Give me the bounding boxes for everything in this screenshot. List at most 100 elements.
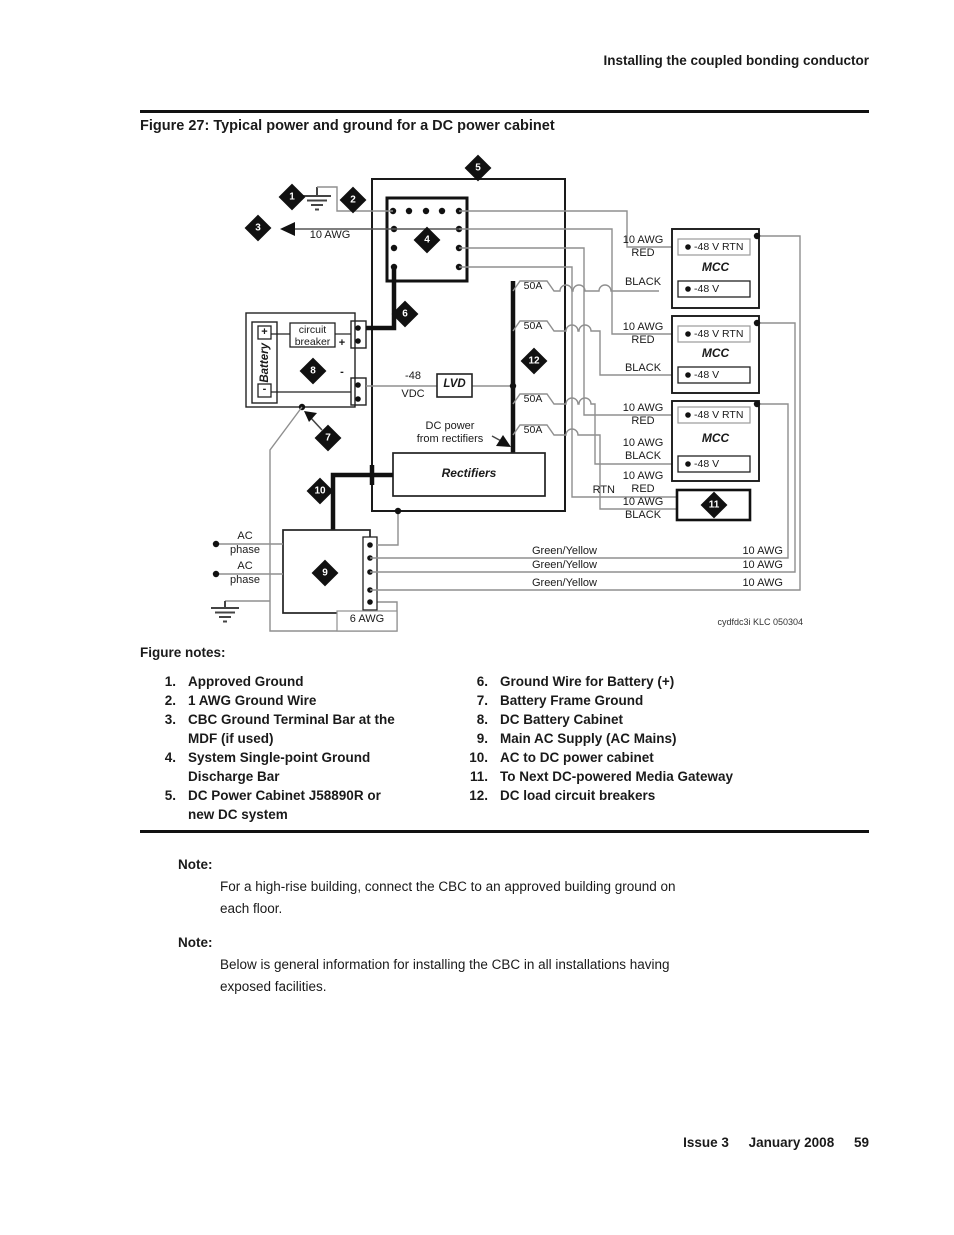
awg1-ground-wire bbox=[317, 186, 393, 212]
ac-feed-wire bbox=[330, 472, 393, 530]
figure-note-10: 10.AC to DC power cabinet bbox=[469, 750, 654, 765]
figure-note-11: 11.To Next DC-powered Media Gateway bbox=[469, 769, 734, 784]
battery-plus-ground-wire bbox=[366, 268, 397, 331]
breaker3-rating: 50A bbox=[523, 393, 543, 405]
callout-3: 3 bbox=[244, 214, 272, 242]
callout-5: 5 bbox=[464, 154, 492, 182]
footer-date: January 2008 bbox=[748, 1135, 835, 1150]
mcc2-red-label: 10 AWG RED bbox=[622, 321, 664, 346]
mcc1-rtn-terminal: -48 V RTN bbox=[694, 241, 744, 253]
figure-note-8: 8.DC Battery Cabinet bbox=[476, 712, 624, 727]
lvd-label: LVD bbox=[443, 378, 466, 390]
rtn-red-wires bbox=[459, 210, 678, 498]
callout-7: 7 bbox=[314, 424, 342, 452]
rtn-label: RTN bbox=[592, 484, 615, 496]
drawing-code: cydfdc3i KLC 050304 bbox=[717, 617, 803, 627]
mcc2-48v-terminal: -48 V bbox=[694, 369, 720, 381]
green-yellow-2-label: Green/Yellow bbox=[531, 559, 597, 571]
battery-minus-terminal: - bbox=[262, 383, 267, 395]
callout-2: 2 bbox=[339, 186, 367, 214]
dc-power-annotation: DC power from rectifiers bbox=[416, 420, 484, 445]
mcc1-title: MCC bbox=[701, 260, 730, 274]
mcc2-rtn-terminal: -48 V RTN bbox=[694, 328, 744, 340]
green-yellow-3-label: Green/Yellow bbox=[531, 577, 597, 589]
mcc2-title: MCC bbox=[701, 346, 730, 360]
figure-notes-right-column: 6.Ground Wire for Battery (+) 7.Battery … bbox=[425, 672, 785, 805]
mcc1-red-label: 10 AWG RED bbox=[622, 234, 664, 259]
breaker4-rating: 50A bbox=[523, 424, 543, 436]
approved-ground-symbol bbox=[303, 187, 331, 211]
gy2-awg-label: 10 AWG bbox=[742, 559, 783, 571]
mcc1-black-label: BLACK bbox=[624, 276, 662, 288]
callout-8: 8 bbox=[299, 357, 327, 385]
lvd-box bbox=[436, 373, 473, 398]
cbc-terminal-arrow bbox=[280, 222, 459, 236]
cabinet-ground-bond bbox=[377, 511, 399, 546]
minus-polarity-label: - bbox=[340, 366, 344, 378]
gy3-awg-label: 10 AWG bbox=[742, 577, 783, 589]
page-header: Installing the coupled bonding conductor bbox=[603, 53, 870, 68]
plus-polarity-label: + bbox=[338, 337, 346, 349]
figure-note-5: 5.DC Power Cabinet J58890R or new DC sys… bbox=[164, 788, 381, 822]
wiring-diagram-svg bbox=[211, 178, 801, 632]
figure-note-3: 3.CBC Ground Terminal Bar at the MDF (if… bbox=[164, 712, 395, 746]
note-1-label: Note: bbox=[178, 857, 213, 872]
bottom-rule bbox=[140, 830, 869, 833]
figure-note-9: 9.Main AC Supply (AC Mains) bbox=[476, 731, 677, 746]
mcc-cabinets bbox=[671, 228, 761, 482]
awg6-loop-box bbox=[336, 610, 398, 632]
load-breaker-wires bbox=[512, 280, 678, 510]
figure-note-6: 6.Ground Wire for Battery (+) bbox=[476, 674, 675, 689]
battery-cabinet bbox=[245, 312, 367, 411]
callout-6: 6 bbox=[391, 300, 419, 328]
green-yellow-wires bbox=[370, 235, 801, 591]
figure-note-7: 7.Battery Frame Ground bbox=[476, 693, 644, 708]
mcc3-black-label: 10 AWG BLACK bbox=[622, 437, 664, 462]
battery-frame-ground-wire bbox=[269, 406, 398, 632]
neg48-label: -48 bbox=[405, 370, 421, 382]
figure-note-12: 12.DC load circuit breakers bbox=[469, 788, 656, 803]
ac-ground-symbol bbox=[211, 600, 270, 623]
ac-mains-box bbox=[212, 529, 378, 614]
footer-issue: Issue 3 bbox=[683, 1135, 729, 1150]
circuit-breaker-label: circuit breaker bbox=[294, 324, 331, 348]
breaker2-rating: 50A bbox=[523, 320, 543, 332]
dc-power-cabinet-outline bbox=[371, 178, 566, 512]
callout-9: 9 bbox=[311, 559, 339, 587]
ac-phase-2-label: AC phase bbox=[230, 560, 260, 586]
callout-11: 11 bbox=[700, 491, 728, 519]
mcc2-black-label: BLACK bbox=[624, 362, 662, 374]
gateway-black-label: 10 AWG BLACK bbox=[622, 496, 664, 521]
footer-page-number: 59 bbox=[853, 1135, 869, 1150]
green-yellow-1-label: Green/Yellow bbox=[531, 545, 597, 557]
mcc1-48v-terminal: -48 V bbox=[694, 283, 720, 295]
callout-4: 4 bbox=[413, 226, 441, 254]
figure-note-1: 1.Approved Ground bbox=[164, 674, 304, 689]
callout-12: 12 bbox=[520, 347, 548, 375]
note-1-body: For a high-rise building, connect the CB… bbox=[220, 879, 676, 916]
mcc3-red-label: 10 AWG RED bbox=[622, 402, 664, 427]
mcc3-rtn-terminal: -48 V RTN bbox=[694, 409, 744, 421]
dc-power-arrow bbox=[491, 435, 511, 447]
figure-title: Figure 27: Typical power and ground for … bbox=[140, 118, 555, 134]
gy1-awg-label: 10 AWG bbox=[742, 545, 783, 557]
mcc3-48v-terminal: -48 V bbox=[694, 458, 720, 470]
figure-notes-left-column: 1.Approved Ground 2.1 AWG Ground Wire 3.… bbox=[140, 672, 470, 824]
battery-plus-terminal: + bbox=[261, 326, 268, 338]
awg10-top-label: 10 AWG bbox=[309, 229, 351, 241]
awg6-label: 6 AWG bbox=[349, 613, 385, 625]
page-footer: Issue 3 January 2008 59 bbox=[469, 1135, 869, 1150]
figure-notes-heading: Figure notes: bbox=[140, 645, 226, 660]
note-2-body: Below is general information for install… bbox=[220, 957, 670, 994]
breaker1-rating: 50A bbox=[523, 280, 543, 292]
rectifiers-label: Rectifiers bbox=[441, 466, 497, 480]
callout-10: 10 bbox=[306, 477, 334, 505]
figure-note-4: 4.System Single-point Ground Discharge B… bbox=[164, 750, 371, 784]
ac-phase-1-label: AC phase bbox=[230, 530, 260, 556]
callout-1: 1 bbox=[278, 183, 306, 211]
gateway-red-label: 10 AWG RED bbox=[622, 470, 664, 495]
frame-ground-arrow bbox=[304, 411, 323, 431]
figure-note-2: 2.1 AWG Ground Wire bbox=[164, 693, 317, 708]
note-2-label: Note: bbox=[178, 935, 213, 950]
